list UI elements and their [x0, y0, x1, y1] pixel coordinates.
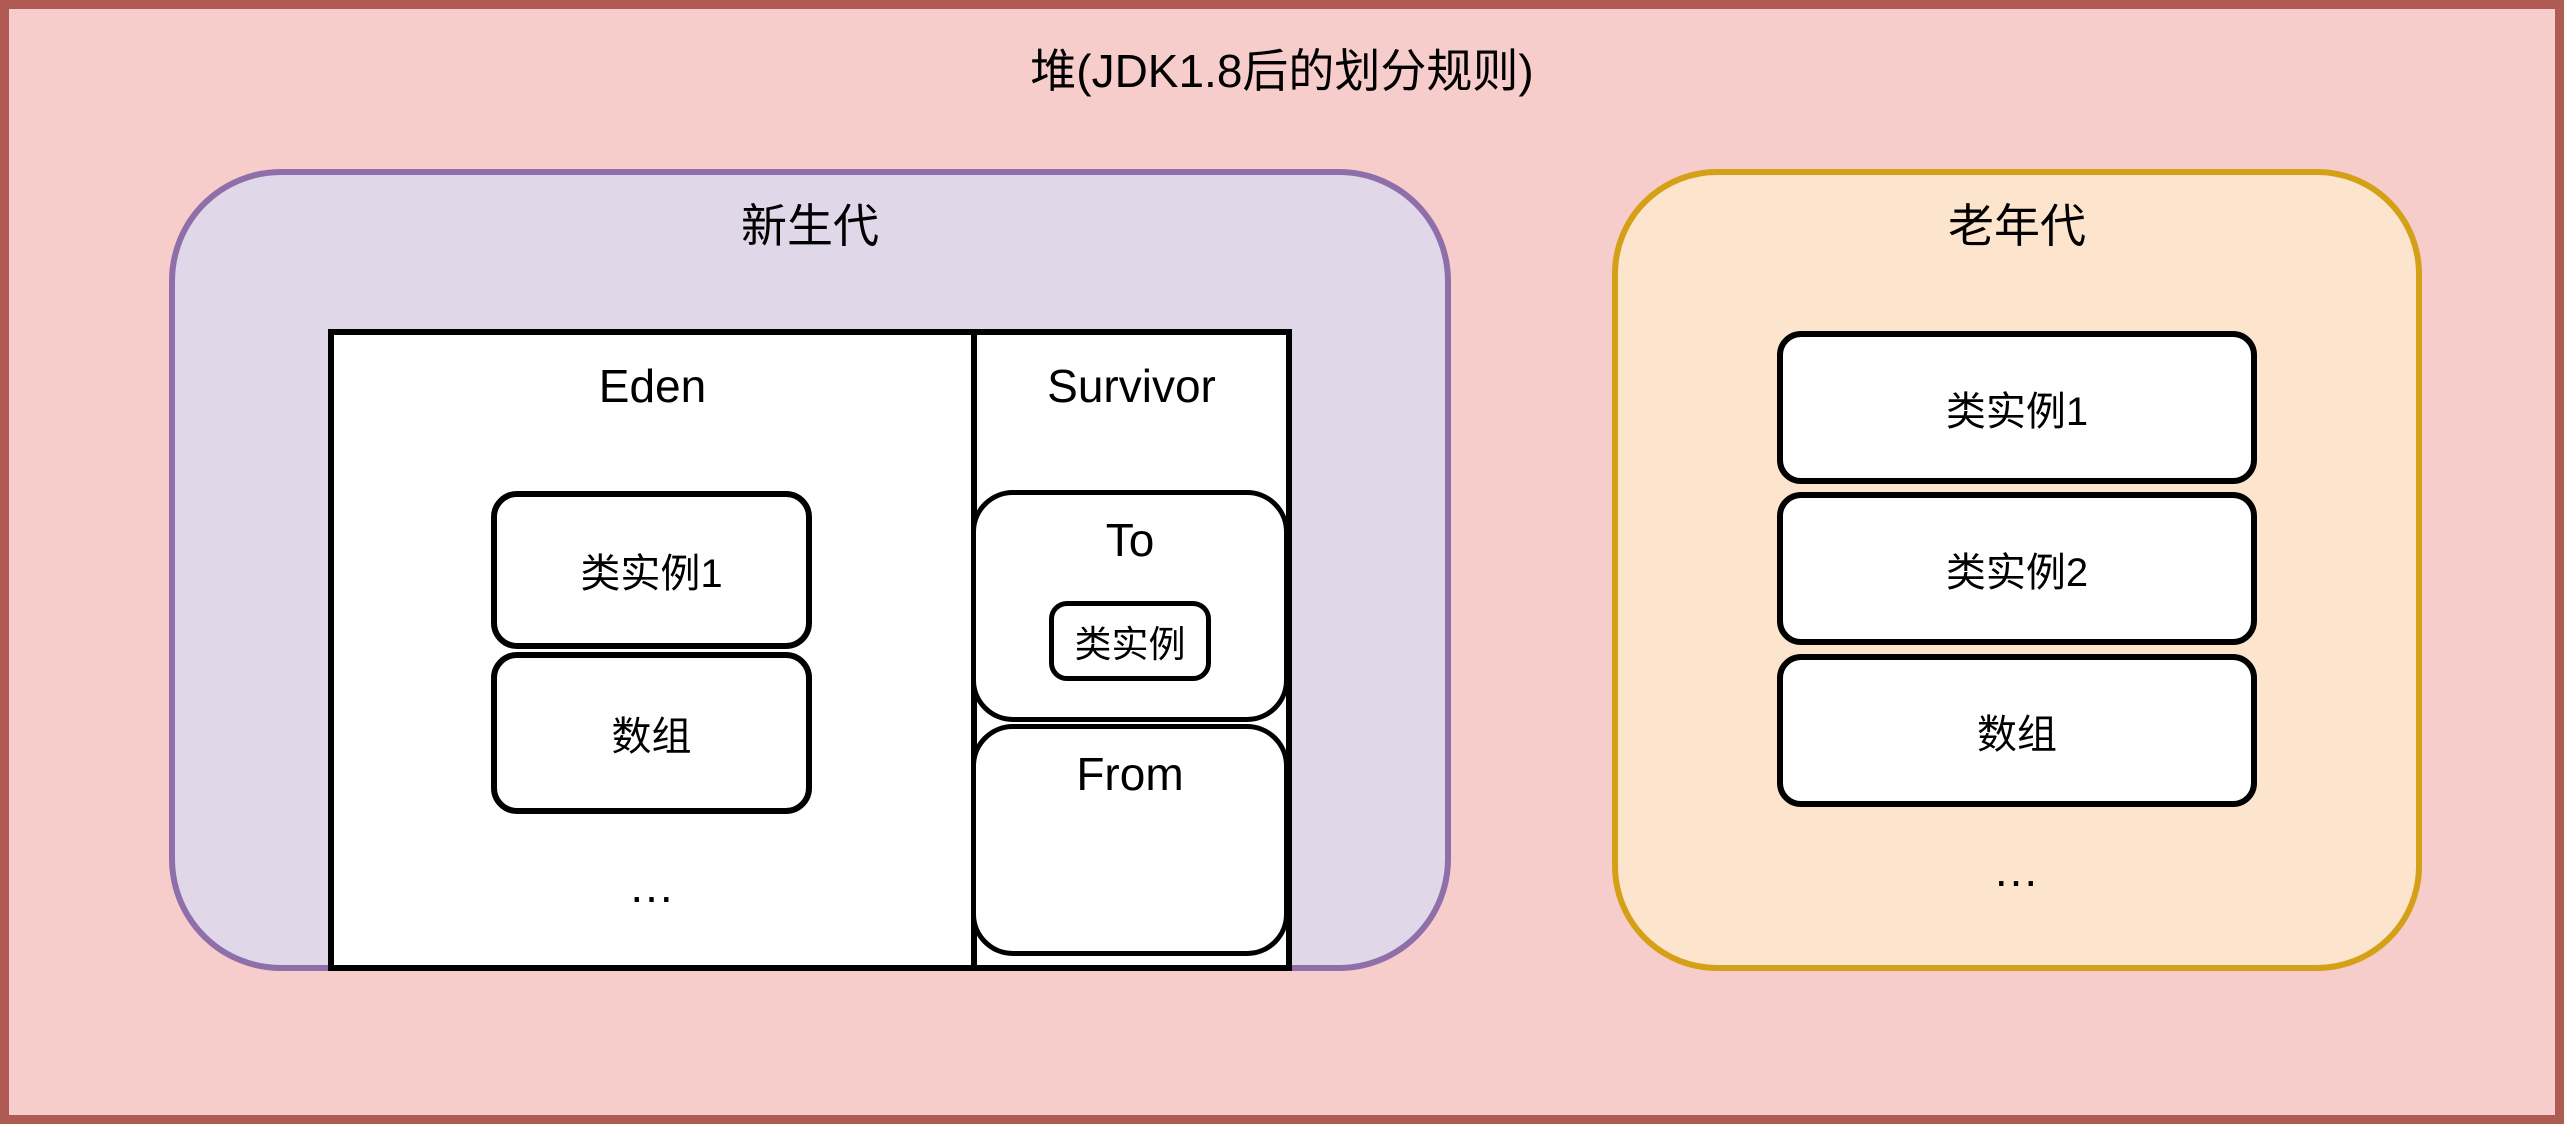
- old-object-class-instance-1: 类实例1: [1777, 331, 2257, 484]
- eden-region: Eden 类实例1 数组 ...: [334, 335, 971, 965]
- eden-object-class-instance-1: 类实例1: [491, 491, 812, 649]
- old-object-class-instance-2: 类实例2: [1777, 492, 2257, 645]
- eden-label: Eden: [598, 360, 707, 412]
- old-generation-label: 老年代: [1948, 200, 2086, 252]
- old-object-array: 数组: [1777, 654, 2257, 807]
- young-generation-label: 新生代: [741, 200, 879, 252]
- eden-ellipsis: ...: [630, 860, 675, 912]
- old-generation-container: 老年代 类实例1 类实例2 数组 ...: [1612, 169, 2422, 971]
- survivor-from-space: From: [971, 724, 1289, 956]
- survivor-to-label: To: [1105, 514, 1155, 566]
- diagram-title: 堆(JDK1.8后的划分规则): [1030, 45, 1534, 97]
- survivor-region: Survivor To 类实例 From: [971, 335, 1289, 965]
- eden-object-array: 数组: [491, 652, 812, 814]
- survivor-to-object-class-instance: 类实例: [1049, 601, 1211, 681]
- eden-survivor-box: Eden 类实例1 数组 ... Survivor To 类实例 From: [328, 329, 1292, 971]
- survivor-from-label: From: [1076, 748, 1184, 800]
- survivor-to-space: To 类实例: [971, 490, 1289, 722]
- young-generation-container: 新生代 Eden 类实例1 数组 ... Survivor To 类实例 Fro…: [169, 169, 1451, 971]
- survivor-label: Survivor: [1047, 360, 1216, 412]
- old-generation-ellipsis: ...: [1994, 844, 2040, 896]
